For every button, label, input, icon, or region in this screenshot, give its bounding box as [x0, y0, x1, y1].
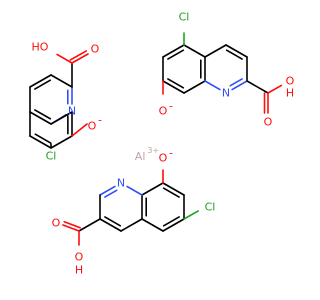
bond-c5-c6-inner: [34, 133, 52, 144]
carbonyl-oxygen: O: [52, 217, 61, 230]
carbonyl-oxygen: O: [91, 43, 100, 56]
bond-c-o-double: [62, 224, 80, 232]
bond-c4-c3-inner: [225, 49, 243, 60]
ring-nitrogen: N: [117, 177, 125, 190]
bond-c-o-double-second: [63, 220, 82, 229]
bond-c-o-double-second: [69, 50, 88, 61]
phenolate-oxygen: O: [159, 105, 168, 118]
bond-c5-c6: [162, 218, 185, 232]
phenolate-charge: -: [169, 147, 173, 160]
phenolate-charge: -: [169, 100, 173, 113]
bond-c6-c7: [50, 135, 73, 149]
bond-c8-c8a: [50, 111, 73, 125]
metal-charge: 3+: [147, 146, 159, 155]
metal-symbol: Al: [135, 150, 146, 163]
bond-c4a-c8a-inner: [34, 109, 52, 120]
bond-c8a-n1: [126, 185, 143, 196]
phenolate-charge: -: [98, 114, 102, 127]
bond-c7-c8-inner: [162, 187, 180, 198]
bond-n1-c8a: [204, 80, 221, 91]
bond-c5-c6: [162, 44, 185, 58]
chloro-substituent: Cl: [179, 11, 190, 24]
bond-c4a-c5: [183, 44, 206, 58]
bond-c4-c4a: [120, 218, 143, 232]
hydroxyl-group: HO: [32, 41, 49, 54]
bond-c8-c8a: [183, 80, 206, 94]
bond-c2-n1-inner: [229, 78, 243, 87]
bond-c4-c3: [225, 44, 248, 58]
bond-c5-c6: [29, 135, 52, 149]
bond-c7-c8-inner: [167, 78, 185, 89]
hydroxyl-oxygen: O: [286, 75, 295, 88]
chloro-substituent: Cl: [205, 201, 216, 214]
bond-c-o-double: [71, 53, 89, 64]
bond-n1-c2: [99, 185, 116, 196]
bond-c-oh: [56, 53, 73, 64]
bond-c8-o: [71, 123, 88, 137]
bond-c4a-c8a: [29, 111, 52, 125]
bond-c4a-c4: [204, 44, 227, 58]
bond-c7-c8: [162, 182, 185, 196]
bond-c5-c6-inner: [162, 216, 180, 227]
bond-c5-c6-inner: [167, 49, 185, 60]
bond-n1-c2-inner: [104, 189, 118, 198]
phenolate-oxygen: O: [88, 120, 97, 133]
ring-nitrogen: N: [222, 87, 230, 100]
bond-c-oh: [267, 84, 283, 94]
bond-c3-c4: [99, 218, 122, 232]
bond-c3-c4-inner: [34, 79, 52, 90]
ring-nitrogen: N: [68, 105, 76, 118]
bond-c2-carboxyl: [78, 218, 101, 232]
bond-c4a-c5: [141, 218, 164, 232]
bond-c5-cl: [183, 210, 200, 220]
chloro-substituent: Cl: [46, 150, 57, 163]
phenolate-oxygen: O: [159, 152, 168, 165]
bond-c2-n1: [231, 80, 248, 91]
hydroxyl-hydrogen: H: [75, 264, 83, 277]
carbonyl-oxygen: O: [264, 116, 273, 129]
bond-c3-c4-inner: [104, 216, 122, 227]
hydroxyl-hydrogen: H: [286, 87, 294, 100]
hydroxyl-oxygen: O: [75, 251, 84, 264]
bond-c8-c8a: [141, 182, 164, 196]
bond-c2-carboxyl: [246, 80, 269, 94]
bond-c2-c3: [50, 74, 73, 88]
bond-c7-c8: [162, 80, 185, 94]
bond-c3-c4: [29, 74, 52, 88]
